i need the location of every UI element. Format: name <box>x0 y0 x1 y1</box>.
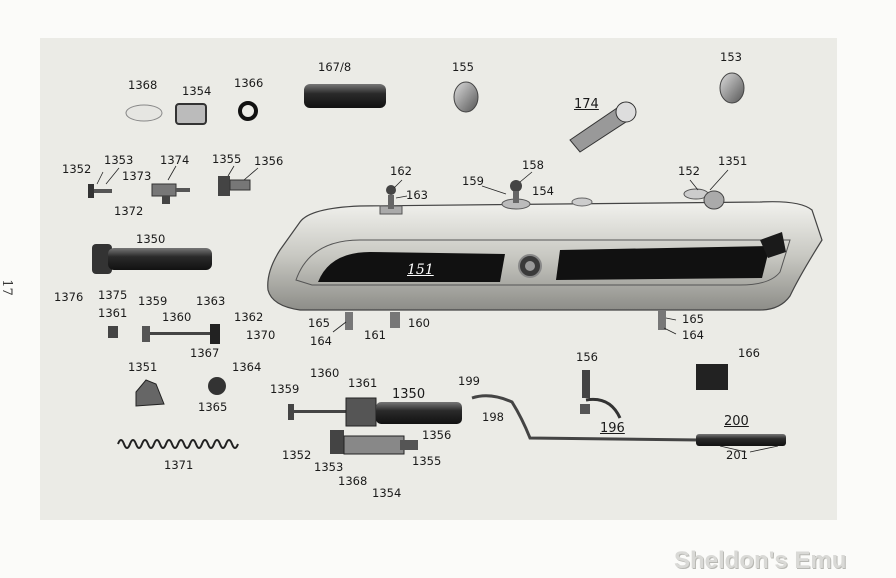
part-label: 1376 <box>54 290 84 304</box>
part-label: 1352 <box>282 448 312 462</box>
part-label: 158 <box>522 158 544 172</box>
part-1374-valve <box>151 183 190 204</box>
part-label: 1359 <box>138 294 168 308</box>
part-label: 1351 <box>718 154 748 168</box>
part-label: 1356 <box>254 154 284 168</box>
part-label: 1355 <box>212 152 242 166</box>
part-174-filter <box>569 101 637 153</box>
part-1368-sleeve <box>125 104 163 122</box>
part-label: 1356 <box>422 428 452 442</box>
part-label: 159 <box>462 174 484 188</box>
part-label: 1360 <box>162 310 192 324</box>
watermark: Sheldon's Emu <box>674 547 847 574</box>
part-1371-spring <box>117 439 239 449</box>
part-label: 1350 <box>136 232 166 246</box>
part-label: 156 <box>576 350 598 364</box>
part-label: 1368 <box>338 474 368 488</box>
part-label: 165 <box>682 312 704 326</box>
tap-assembly <box>288 397 462 455</box>
part-label: 160 <box>408 316 430 330</box>
part-label: 1365 <box>198 400 228 414</box>
part-1354-block <box>175 103 207 125</box>
part-label: 154 <box>532 184 554 198</box>
page-number: 17 <box>0 279 14 296</box>
part-156-tap <box>580 370 622 419</box>
part-166-plate <box>696 364 728 390</box>
part-label: 1353 <box>104 153 134 167</box>
leader-lines <box>96 165 779 453</box>
part-1678-grip <box>304 84 386 108</box>
part-1350-handle <box>92 244 212 274</box>
part-label: 201 <box>726 448 748 462</box>
part-label: 161 <box>364 328 386 342</box>
part-label: 153 <box>720 50 742 64</box>
part-label: 1373 <box>122 169 152 183</box>
part-155-cup <box>453 81 479 113</box>
part-label: 174 <box>574 97 599 112</box>
part-label: 196 <box>600 421 625 436</box>
part-1365-nut <box>208 377 226 395</box>
part-1352-screw <box>88 184 112 198</box>
part-label: 1351 <box>128 360 158 374</box>
part-label: 198 <box>482 410 504 424</box>
part-label: 162 <box>390 164 412 178</box>
part-label: 155 <box>452 60 474 74</box>
part-label: 1364 <box>232 360 262 374</box>
part-label: 1366 <box>234 76 264 90</box>
part-label: 1355 <box>412 454 442 468</box>
part-label: 199 <box>458 374 480 388</box>
part-label: 1362 <box>234 310 264 324</box>
part-label: 167/8 <box>318 60 352 74</box>
part-1351-bracket <box>135 379 165 407</box>
part-1361-clip <box>108 326 118 338</box>
part-label: 1352 <box>62 162 92 176</box>
part-label: 1354 <box>182 84 212 98</box>
part-153-cup <box>719 72 745 104</box>
part-label: 152 <box>678 164 700 178</box>
tank-badge <box>518 254 542 278</box>
part-label: 1368 <box>128 78 158 92</box>
part-label: 1363 <box>196 294 226 308</box>
part-199-pipe <box>471 394 786 446</box>
part-label: 164 <box>310 334 332 348</box>
part-label: 1350 <box>392 387 426 402</box>
part-label: 1372 <box>114 204 144 218</box>
part-label: 1353 <box>314 460 344 474</box>
part-label: 1354 <box>372 486 402 500</box>
fuel-tank <box>267 180 823 330</box>
part-label: 1371 <box>164 458 194 472</box>
part-1366-washer <box>238 101 258 121</box>
part-label: 1367 <box>190 346 220 360</box>
part-label: 1375 <box>98 288 128 302</box>
part-label: 1359 <box>270 382 300 396</box>
part-1355-tap <box>218 176 251 196</box>
part-1359-rod <box>142 324 220 344</box>
part-label: 200 <box>724 414 749 429</box>
part-label: 1374 <box>160 153 190 167</box>
part-label: 1361 <box>348 376 378 390</box>
part-label: 163 <box>406 188 428 202</box>
part-label: 1370 <box>246 328 276 342</box>
part-label: 164 <box>682 328 704 342</box>
part-label: 1360 <box>310 366 340 380</box>
tank-label: 151 <box>407 262 434 278</box>
part-label: 1361 <box>98 306 128 320</box>
part-label: 166 <box>738 346 760 360</box>
part-label: 165 <box>308 316 330 330</box>
